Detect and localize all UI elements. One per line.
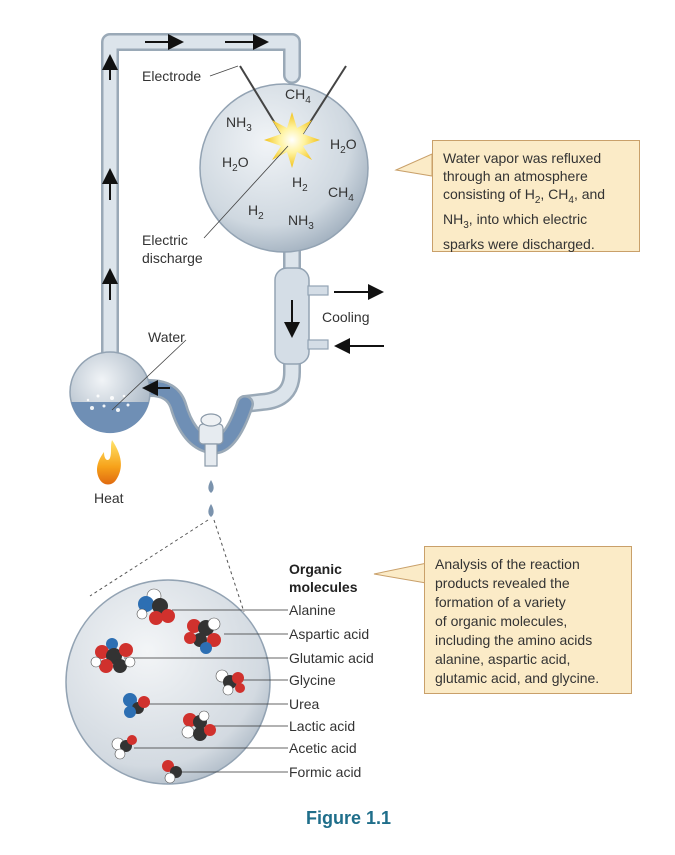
gas-h2: H2 bbox=[248, 202, 264, 222]
callout-bottom-line: including the amino acids bbox=[435, 632, 593, 648]
callout-pointer-top bbox=[394, 153, 433, 177]
condenser-outlet bbox=[307, 285, 329, 296]
gas-h2: H2 bbox=[292, 174, 308, 194]
spark-icon bbox=[264, 112, 320, 168]
callout-bottom-line: Analysis of the reaction bbox=[435, 556, 580, 572]
reaction-flask bbox=[199, 83, 369, 253]
callout-bottom-line: alanine, aspartic acid, bbox=[435, 651, 571, 667]
drop-icon bbox=[208, 504, 214, 517]
molecule-leaders bbox=[124, 609, 288, 773]
molecule-formic-acid-icon bbox=[162, 760, 182, 784]
molecule-label-alanine: Alanine bbox=[289, 602, 336, 618]
heat-label: Heat bbox=[94, 490, 124, 506]
molecule-alanine-icon bbox=[136, 588, 175, 625]
callout-bottom: Analysis of the reaction products reveal… bbox=[424, 546, 632, 694]
callout-bottom-line: of organic molecules, bbox=[435, 613, 568, 629]
electrode-label: Electrode bbox=[142, 68, 202, 84]
molecule-glycine-icon bbox=[215, 669, 245, 696]
molecule-label-lactic-acid: Lactic acid bbox=[289, 718, 356, 734]
cooling-label: Cooling bbox=[322, 309, 370, 325]
boiling-water bbox=[71, 402, 149, 434]
stopcock bbox=[198, 413, 224, 467]
glass-tubing bbox=[101, 33, 301, 455]
callout-top: Water vapor was refluxed through an atmo… bbox=[432, 140, 640, 252]
callout-bottom-line: products revealed the bbox=[435, 575, 570, 591]
gas-nh3: NH3 bbox=[288, 212, 314, 232]
figure-caption: Figure 1.1 bbox=[306, 808, 392, 828]
flame-icon bbox=[97, 440, 121, 485]
magnified-view bbox=[65, 579, 271, 785]
molecule-label-glutamic-acid: Glutamic acid bbox=[289, 650, 374, 666]
gas-nh3: NH3 bbox=[226, 114, 252, 134]
molecule-label-formic-acid: Formic acid bbox=[289, 764, 362, 780]
drop-icon bbox=[208, 480, 214, 493]
callout-bottom-line: glutamic acid, and glycine. bbox=[435, 670, 600, 686]
condenser-inlet bbox=[307, 339, 329, 350]
organic-heading-line1: Organic bbox=[289, 561, 342, 577]
callout-top-line: sparks were discharged. bbox=[443, 235, 595, 252]
molecule-urea-icon bbox=[123, 693, 150, 718]
molecule-label-urea: Urea bbox=[289, 696, 320, 712]
gas-h2o: H2O bbox=[330, 136, 357, 156]
molecule-label-acetic-acid: Acetic acid bbox=[289, 740, 357, 756]
molecule-label-glycine: Glycine bbox=[289, 672, 336, 688]
flow-arrows bbox=[102, 34, 384, 396]
gas-ch4: CH4 bbox=[328, 184, 354, 204]
zoom-lines bbox=[89, 519, 245, 613]
callout-top-line: NH3, into which electric bbox=[443, 210, 588, 231]
discharge-label-line1: Electric bbox=[142, 232, 188, 248]
molecule-lactic-acid-icon bbox=[181, 710, 216, 741]
gas-ch4: CH4 bbox=[285, 86, 311, 106]
callout-top-line: through an atmosphere bbox=[443, 168, 588, 184]
organic-heading-line2: molecules bbox=[289, 579, 358, 595]
molecule-glutamic-acid-icon bbox=[90, 638, 136, 673]
callout-top-line: consisting of H2, CH4, and bbox=[443, 186, 606, 206]
bubbles bbox=[86, 394, 130, 412]
callout-bottom-line: formation of a variety bbox=[435, 594, 566, 610]
molecule-label-aspartic-acid: Aspartic acid bbox=[289, 626, 370, 642]
gas-h2o: H2O bbox=[222, 154, 249, 174]
discharge-label-line2: discharge bbox=[142, 250, 203, 266]
molecule-acetic-acid-icon bbox=[111, 735, 137, 760]
molecule-aspartic-acid-icon bbox=[184, 617, 221, 654]
callout-top-line: Water vapor was refluxed bbox=[443, 150, 602, 166]
water-label: Water bbox=[148, 329, 185, 345]
